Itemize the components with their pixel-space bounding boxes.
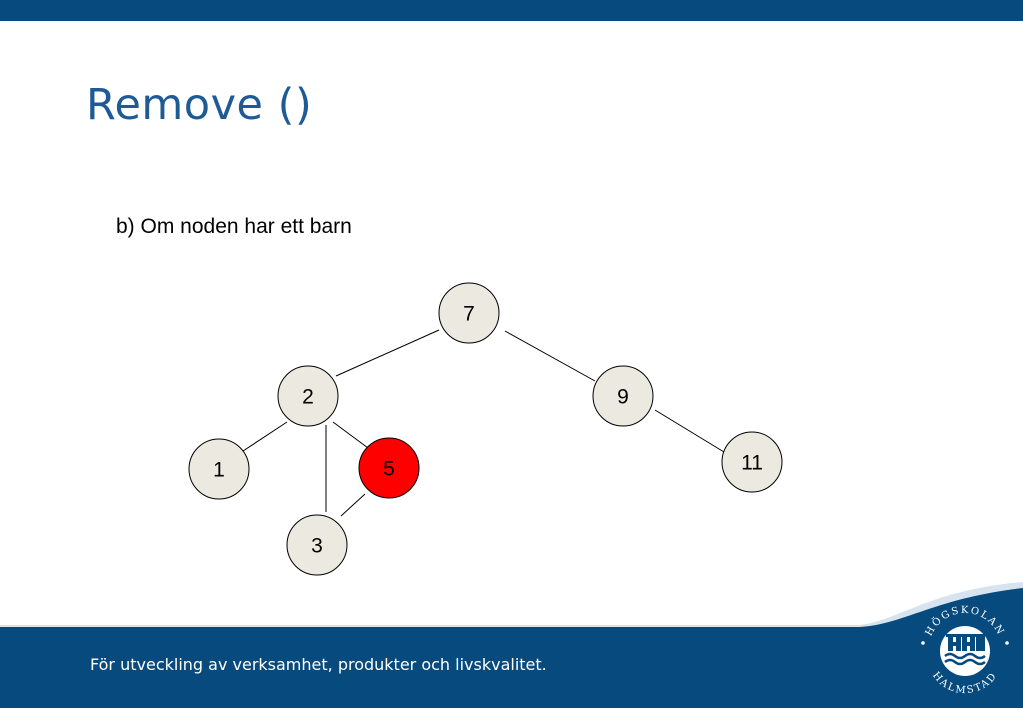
tree-node-11: 11 — [721, 431, 783, 493]
footer-band — [0, 582, 1023, 708]
tree-node-7: 7 — [438, 282, 500, 344]
slide-subtitle: b) Om noden har ett barn — [116, 215, 352, 238]
node-label: 11 — [741, 452, 763, 475]
node-circle — [592, 365, 654, 427]
node-label: 2 — [302, 386, 314, 409]
node-label: 7 — [463, 303, 475, 326]
node-circle — [277, 365, 339, 427]
node-circle — [438, 282, 500, 344]
node-circle — [188, 438, 250, 500]
footer-tagline: För utveckling av verksamhet, produkter … — [90, 655, 547, 674]
tree-node-2: 2 — [277, 365, 339, 427]
top-bar — [0, 0, 1023, 21]
node-label: 5 — [383, 458, 395, 481]
tree-edges — [239, 329, 725, 517]
edge-7-2 — [335, 329, 440, 377]
tree-node-9: 9 — [592, 365, 654, 427]
tree-node-3: 3 — [286, 514, 348, 576]
node-circle — [721, 431, 783, 493]
edge-7-9 — [504, 330, 596, 382]
node-label: 1 — [213, 459, 225, 482]
edge-2-1 — [239, 421, 288, 454]
node-label: 9 — [617, 386, 629, 409]
tree-node-5: 5 — [358, 437, 420, 499]
node-circle-highlighted — [358, 437, 420, 499]
node-label: 3 — [311, 535, 323, 558]
tree-node-1: 1 — [188, 438, 250, 500]
edge-2-5 — [332, 421, 369, 449]
university-logo-icon: HÖGSKOLAN HALMSTAD — [921, 605, 1009, 696]
edge-9-11 — [654, 409, 725, 453]
edge-5-3 — [340, 493, 366, 517]
node-circle — [286, 514, 348, 576]
slide-title: Remove () — [86, 80, 313, 130]
